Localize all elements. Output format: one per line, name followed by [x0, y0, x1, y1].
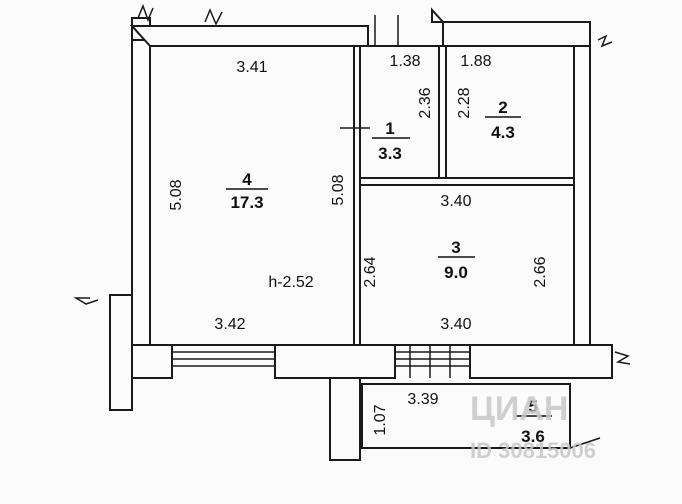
room-2-label: 2 4.3	[485, 98, 521, 142]
left-stub	[109, 294, 133, 411]
dim-room1-right: 2.36	[417, 87, 434, 118]
dim-room2-left: 2.28	[456, 87, 473, 118]
room-1-label: 1 3.3	[372, 119, 410, 163]
room-5-label: 5 3.6	[516, 397, 552, 446]
room-5-area: 3.6	[521, 427, 545, 446]
room-4-label: 4 17.3	[226, 170, 268, 212]
room-2-area: 4.3	[491, 123, 515, 142]
dim-room5-left: 1.07	[372, 404, 389, 435]
window-hatches	[172, 15, 470, 378]
room-1-area: 3.3	[378, 144, 402, 163]
dim-room4-right: 5.08	[330, 174, 347, 205]
bottom-wall-right	[469, 344, 613, 379]
outer-wall-right	[573, 45, 591, 369]
watermark-id: ID 30815006	[470, 438, 596, 463]
dim-room2-top: 1.88	[460, 53, 491, 70]
bottom-wall-mid	[274, 344, 396, 379]
walls	[109, 7, 613, 461]
room-5-number: 5	[528, 397, 537, 416]
outer-wall-top-right	[431, 7, 591, 51]
room-4-number: 4	[242, 170, 252, 189]
dim-room3-right: 2.66	[532, 256, 549, 287]
room-4-area: 17.3	[230, 193, 263, 212]
room-3-label: 3 9.0	[438, 238, 475, 282]
dim-room4-left: 5.08	[168, 179, 185, 210]
dim-room4-top: 3.41	[236, 59, 267, 76]
break-marks	[73, 3, 631, 449]
outer-wall-top	[129, 25, 369, 47]
room-1-number: 1	[385, 119, 394, 138]
room-3-number: 3	[451, 238, 460, 257]
room-2-number: 2	[498, 98, 507, 117]
ceiling-height: h-2.52	[268, 274, 313, 291]
dim-room5-top: 3.39	[407, 391, 438, 408]
dimensions: 3.41 5.08 5.08 3.42 h-2.52 1.38 2.36 1.8…	[168, 53, 549, 436]
watermark-brand: ЦИАН	[470, 390, 568, 428]
stair-stub	[329, 377, 361, 461]
dim-room3-left: 2.64	[362, 256, 379, 287]
outer-wall-left	[131, 17, 151, 346]
dim-room4-bottom: 3.42	[214, 316, 245, 333]
dim-room3-top: 3.40	[440, 193, 471, 210]
dim-room3-bottom: 3.40	[440, 316, 471, 333]
dim-room1-top: 1.38	[389, 53, 420, 70]
inner-walls	[149, 45, 575, 449]
room-3-area: 9.0	[444, 263, 468, 282]
watermark: ЦИАН ID 30815006	[470, 390, 596, 463]
